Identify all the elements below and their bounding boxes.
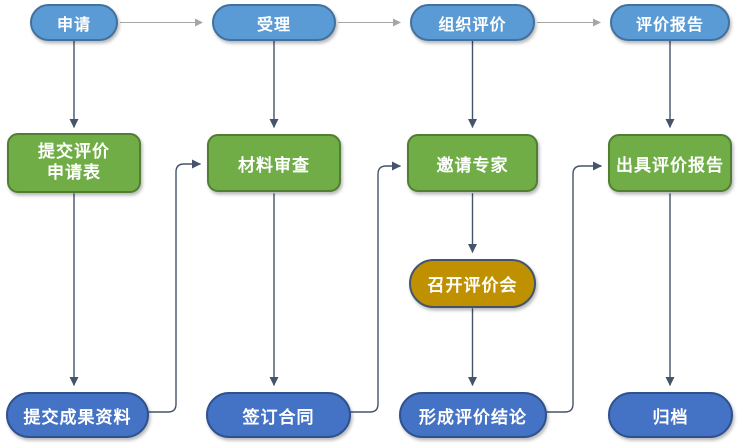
node-issue-evaluation-report: 出具评价报告 — [608, 134, 732, 192]
node-stage-apply: 申请 — [30, 4, 118, 41]
node-invite-experts: 邀请专家 — [407, 134, 538, 192]
node-stage-evaluation-report: 评价报告 — [610, 4, 730, 41]
node-submit-application-form: 提交评价 申请表 — [7, 133, 141, 193]
arrow-submit-materials-to-material-review — [148, 159, 201, 413]
node-submit-achievement-materials: 提交成果资料 — [6, 392, 149, 438]
node-stage-organize-evaluation: 组织评价 — [410, 4, 535, 41]
node-stage-accept: 受理 — [212, 4, 336, 41]
node-hold-evaluation-meeting: 召开评价会 — [409, 259, 536, 308]
arrow-form-conclusion-to-issue-report — [546, 161, 602, 413]
node-form-evaluation-conclusion: 形成评价结论 — [399, 392, 547, 438]
node-material-review: 材料审查 — [207, 134, 341, 192]
arrow-sign-contract-to-invite-experts — [350, 161, 401, 413]
node-sign-contract: 签订合同 — [206, 392, 351, 438]
node-archive: 归档 — [608, 392, 733, 438]
